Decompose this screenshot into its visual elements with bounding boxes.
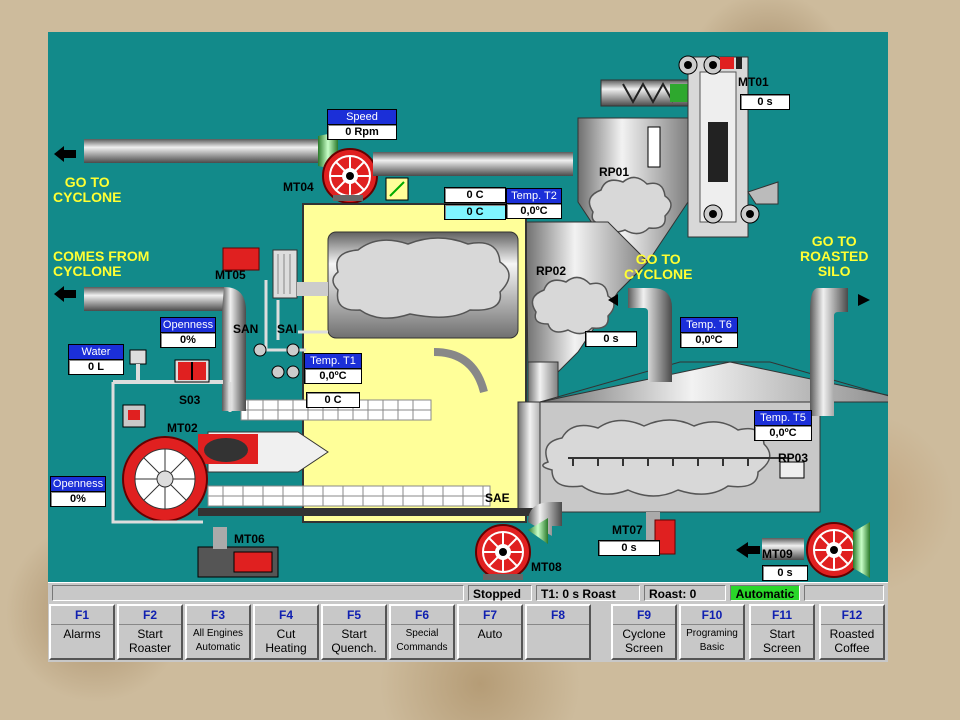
openness-1-tag: Openness bbox=[160, 317, 216, 332]
temp-t6-display: Temp. T6 0,0ºC bbox=[680, 317, 738, 348]
speed-tag: Speed bbox=[327, 109, 397, 124]
f12-text: Roasted Coffee bbox=[829, 627, 875, 655]
f3-all-engines-automatic-button[interactable]: F3 All Engines Automatic bbox=[185, 604, 251, 660]
f9-text: Cyclone Screen bbox=[622, 627, 666, 655]
f6-special-commands-button[interactable]: F6 Special Commands bbox=[389, 604, 455, 660]
f5-key-label: F5 bbox=[323, 606, 385, 625]
f4-text: Cut Heating bbox=[265, 627, 307, 655]
go-to-cyclone-label-1: GO TO CYCLONE bbox=[53, 174, 122, 205]
f1-text: Alarms bbox=[63, 627, 101, 641]
mt02-label: MT02 bbox=[167, 421, 198, 435]
openness-2-display: Openness 0% bbox=[50, 476, 106, 507]
t2-box-2: 0 C bbox=[444, 204, 506, 220]
f6-key-label: F6 bbox=[391, 606, 453, 625]
status-state: Stopped bbox=[468, 585, 532, 601]
f10-key-label: F10 bbox=[681, 606, 743, 625]
mt08-label: MT08 bbox=[531, 560, 562, 574]
f1-key-label: F1 bbox=[51, 606, 113, 625]
openness-1-value: 0% bbox=[160, 332, 216, 348]
go-to-cyclone-label-2: GO TO CYCLONE bbox=[624, 251, 693, 282]
openness-2-value: 0% bbox=[50, 491, 106, 507]
openness-2-tag: Openness bbox=[50, 476, 106, 491]
f8-button[interactable]: F8 bbox=[525, 604, 591, 660]
temp-t2-tag: Temp. T2 bbox=[506, 188, 562, 203]
temp-t2-display: Temp. T2 0,0ºC bbox=[506, 188, 562, 219]
f11-key-label: F11 bbox=[751, 606, 813, 625]
temp-t5-display: Temp. T5 0,0ºC bbox=[754, 410, 812, 441]
f1-alarms-button[interactable]: F1 Alarms bbox=[49, 604, 115, 660]
f8-text bbox=[527, 625, 589, 627]
temp-t1-display: Temp. T1 0,0ºC bbox=[304, 353, 362, 384]
f6-text: Special Commands bbox=[396, 628, 448, 653]
rp02-timer: 0 s bbox=[585, 331, 637, 347]
speed-value: 0 Rpm bbox=[327, 124, 397, 140]
status-message bbox=[52, 585, 464, 601]
f4-cut-heating-button[interactable]: F4 Cut Heating bbox=[253, 604, 319, 660]
speed-display: Speed 0 Rpm bbox=[327, 109, 397, 140]
rp03-label: RP03 bbox=[778, 451, 809, 465]
f2-key-label: F2 bbox=[119, 606, 181, 625]
t2-box-1: 0 C bbox=[444, 187, 506, 203]
water-display: Water 0 L bbox=[68, 344, 124, 375]
mt06-label: MT06 bbox=[234, 532, 265, 546]
f12-key-label: F12 bbox=[821, 606, 883, 625]
f7-key-label: F7 bbox=[459, 606, 521, 625]
f10-text: Programing Basic bbox=[686, 628, 738, 653]
temp-t1-value: 0,0ºC bbox=[304, 368, 362, 384]
water-tag: Water bbox=[68, 344, 124, 359]
f4-key-label: F4 bbox=[255, 606, 317, 625]
mt09-label: MT09 bbox=[762, 547, 793, 561]
rp01-label: RP01 bbox=[599, 165, 630, 179]
temp-t1-tag: Temp. T1 bbox=[304, 353, 362, 368]
f12-roasted-coffee-button[interactable]: F12 Roasted Coffee bbox=[819, 604, 885, 660]
scada-screen: GO TO CYCLONE COMES FROM CYCLONE GO TO C… bbox=[48, 32, 888, 662]
f11-start-screen-button[interactable]: F11 Start Screen bbox=[749, 604, 815, 660]
f10-programing-basic-button[interactable]: F10 Programing Basic bbox=[679, 604, 745, 660]
mt05-label: MT05 bbox=[215, 268, 246, 282]
function-key-bar: F1 Alarms F2 Start Roaster F3 All Engine… bbox=[48, 603, 888, 662]
temp-t5-tag: Temp. T5 bbox=[754, 410, 812, 425]
comes-from-cyclone-label: COMES FROM CYCLONE bbox=[53, 248, 150, 279]
san-label: SAN bbox=[233, 322, 259, 336]
f7-auto-button[interactable]: F7 Auto bbox=[457, 604, 523, 660]
s03-label: S03 bbox=[179, 393, 201, 407]
status-roast: Roast: 0 bbox=[644, 585, 726, 601]
rp02-label: RP02 bbox=[536, 264, 567, 278]
temp-t2-value: 0,0ºC bbox=[506, 203, 562, 219]
openness-1-display: Openness 0% bbox=[160, 317, 216, 348]
status-mode: Automatic bbox=[730, 585, 800, 601]
temp-t6-value: 0,0ºC bbox=[680, 332, 738, 348]
f2-text: Start Roaster bbox=[128, 627, 172, 655]
mt01-label: MT01 bbox=[738, 75, 769, 89]
go-to-roasted-silo-label: GO TO ROASTED SILO bbox=[800, 233, 869, 279]
f7-text: Auto bbox=[477, 627, 503, 641]
status-extra bbox=[804, 585, 884, 601]
sae-label: SAE bbox=[485, 491, 510, 505]
f9-key-label: F9 bbox=[613, 606, 675, 625]
f2-start-roaster-button[interactable]: F2 Start Roaster bbox=[117, 604, 183, 660]
f3-key-label: F3 bbox=[187, 606, 249, 625]
sai-label: SAI bbox=[277, 322, 298, 336]
f3-text: All Engines Automatic bbox=[192, 628, 244, 653]
temp-t6-tag: Temp. T6 bbox=[680, 317, 738, 332]
process-diagram bbox=[54, 55, 888, 580]
f5-start-quench-button[interactable]: F5 Start Quench. bbox=[321, 604, 387, 660]
status-bar: Stopped T1: 0 s Roast Roast: 0 Automatic bbox=[48, 582, 888, 603]
mt09-timer: 0 s bbox=[762, 565, 808, 581]
f5-text: Start Quench. bbox=[331, 627, 377, 655]
t1-box: 0 C bbox=[306, 392, 360, 408]
f11-text: Start Screen bbox=[762, 627, 802, 655]
mt01-timer: 0 s bbox=[740, 94, 790, 110]
f8-key-label: F8 bbox=[527, 606, 589, 625]
status-t1: T1: 0 s Roast bbox=[536, 585, 640, 601]
mt04-label: MT04 bbox=[283, 180, 314, 194]
mt07-timer: 0 s bbox=[598, 540, 660, 556]
mt07-label: MT07 bbox=[612, 523, 643, 537]
f9-cyclone-screen-button[interactable]: F9 Cyclone Screen bbox=[611, 604, 677, 660]
temp-t5-value: 0,0ºC bbox=[754, 425, 812, 441]
water-value: 0 L bbox=[68, 359, 124, 375]
